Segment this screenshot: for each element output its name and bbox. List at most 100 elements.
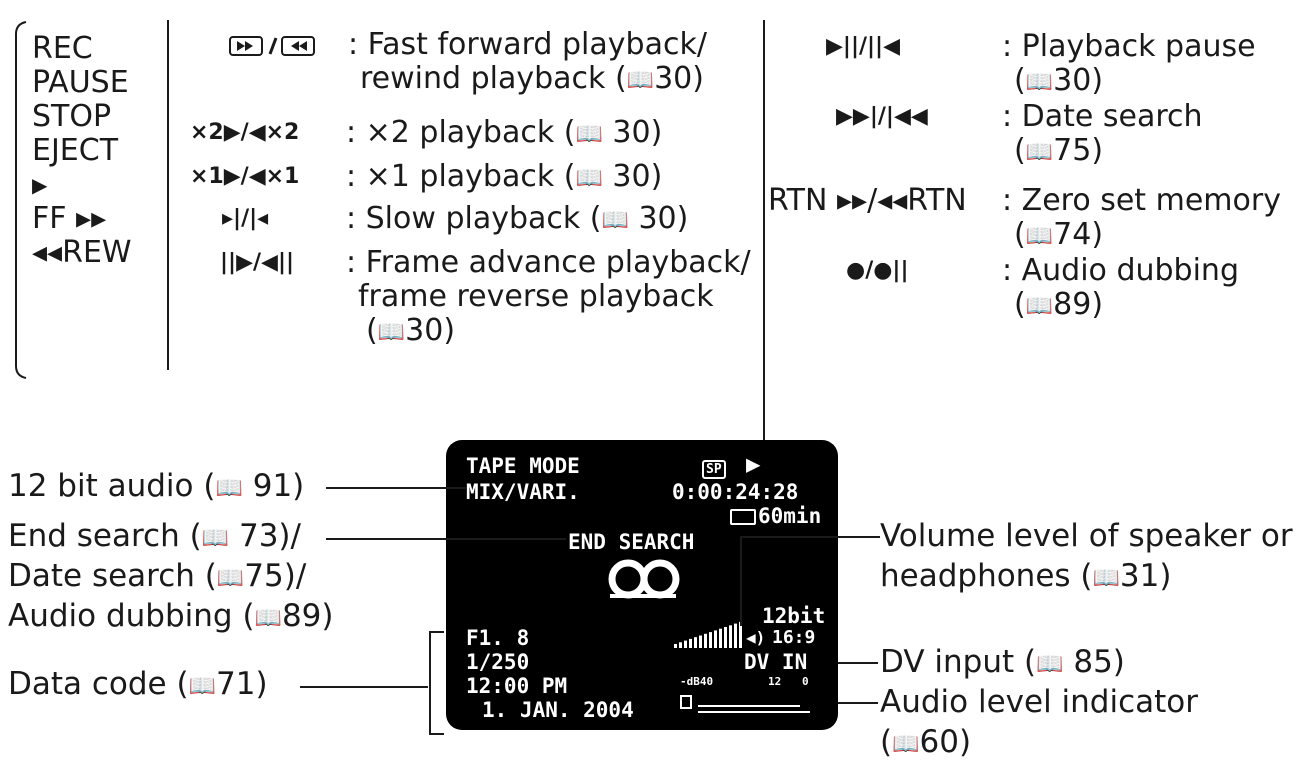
book-icon: 📖 xyxy=(575,122,603,147)
screen-end-search: END SEARCH xyxy=(568,530,695,554)
left-rew: ◂◂REW xyxy=(32,235,132,270)
x1-playback-icon: ×1▶/◀×1 xyxy=(190,164,300,189)
volume-bar xyxy=(699,635,702,648)
screen-sp-badge: SP xyxy=(702,454,726,482)
ff-rewind-text: : Fast forward playback/ rewind playback… xyxy=(348,27,707,96)
book-icon: 📖 xyxy=(216,566,245,591)
label-audio-dubbing: Audio dubbing (📖89) xyxy=(8,598,334,634)
volume-bar xyxy=(729,625,732,648)
volume-bar xyxy=(704,633,707,648)
slow-playback-text: : Slow playback (📖 30) xyxy=(346,201,689,236)
frame-advance-text: : Frame advance playback/ frame reverse … xyxy=(346,245,751,348)
screen-remaining: 60min xyxy=(730,504,821,528)
volume-bar xyxy=(684,640,687,648)
line-audio-level xyxy=(838,702,878,704)
line-volume-v xyxy=(740,536,742,626)
frame-advance-line-2: frame reverse playback xyxy=(358,279,714,314)
screen-date: 1. JAN. 2004 xyxy=(482,698,634,722)
label-dv-input: DV input (📖 85) xyxy=(880,644,1125,680)
book-icon: 📖 xyxy=(1025,140,1054,165)
volume-bar xyxy=(694,637,697,648)
left-stop: STOP xyxy=(32,99,112,134)
left-rec: REC xyxy=(32,31,93,66)
volume-bar xyxy=(674,644,677,648)
screen-time: 12:00 PM xyxy=(466,674,568,698)
audio-dubbing-text: : Audio dubbing (📖89) xyxy=(1002,253,1239,322)
frame-advance-icon: ||▶/◀|| xyxy=(220,250,295,275)
volume-bar xyxy=(719,628,722,648)
screen-12bit: 12bit xyxy=(762,604,826,628)
book-icon: 📖 xyxy=(626,68,655,93)
connector-top xyxy=(763,390,765,442)
volume-bar xyxy=(739,621,742,648)
volume-bar xyxy=(724,627,727,648)
book-icon: 📖 xyxy=(254,606,282,631)
ff-rewind-line-2: rewind playback ( xyxy=(360,61,627,96)
zero-set-memory-icon: RTN ▸▸/◂◂RTN xyxy=(768,183,967,218)
book-icon: 📖 xyxy=(892,732,920,757)
line-volume-h xyxy=(740,536,880,538)
divider-2 xyxy=(763,20,765,390)
line-12bit xyxy=(326,487,466,489)
screen-aspect: 16:9 xyxy=(772,627,816,648)
volume-bar xyxy=(709,632,712,648)
date-search-icon: ▶▶|/|◀◀ xyxy=(836,104,928,129)
bracket-left xyxy=(15,21,27,379)
label-date-search: Date search (📖75)/ xyxy=(8,558,307,594)
tape-icon xyxy=(730,509,756,525)
fast-forward-rewind-icon xyxy=(229,36,315,56)
x1-playback-text: : ×1 playback (📖 30) xyxy=(346,159,663,194)
screen-play-icon: ▶ xyxy=(746,450,761,478)
screen-db-minus: -dB40 xyxy=(680,675,714,688)
screen-mix: MIX/VARI. xyxy=(466,480,580,504)
book-icon: 📖 xyxy=(1025,224,1054,249)
playback-pause-text: : Playback pause (📖30) xyxy=(1002,29,1256,98)
book-icon: 📖 xyxy=(601,208,629,233)
left-ff: FF ▸▸ xyxy=(32,201,107,236)
camcorder-screen: TAPE MODE SP ▶ MIX/VARI. 0:00:24:28 60mi… xyxy=(446,440,838,730)
book-icon: 📖 xyxy=(201,526,230,551)
label-volume-2: headphones (📖31) xyxy=(880,558,1172,594)
label-data-code: Data code (📖71) xyxy=(8,666,268,702)
left-eject: EJECT xyxy=(32,133,119,168)
volume-bar xyxy=(679,642,682,648)
zero-set-memory-text: : Zero set memory (📖74) xyxy=(1002,183,1281,252)
screen-timecode: 0:00:24:28 xyxy=(672,480,799,504)
divider-1 xyxy=(167,20,169,370)
x2-playback-icon: ×2▶/◀×2 xyxy=(190,120,300,145)
screen-db-0: 0 xyxy=(802,675,809,688)
left-play: ▶ xyxy=(32,173,48,197)
volume-bars xyxy=(674,621,742,648)
book-icon: 📖 xyxy=(1025,294,1054,319)
volume-bar xyxy=(689,638,692,648)
frame-advance-line-1: : Frame advance playback/ xyxy=(346,245,751,280)
label-audio-level-2: (📖60) xyxy=(880,724,972,760)
playback-pause-icon: ▶||/||◀ xyxy=(826,34,901,59)
book-icon: 📖 xyxy=(1036,652,1064,677)
book-icon: 📖 xyxy=(1025,70,1054,95)
date-search-text: : Date search (📖75) xyxy=(1002,99,1203,168)
speaker-icon: ◀) xyxy=(746,628,766,647)
audio-level-meter xyxy=(680,695,810,713)
volume-bar xyxy=(734,623,737,648)
line-dv-input xyxy=(838,662,878,664)
ff-rewind-line-1: : Fast forward playback/ xyxy=(348,27,707,62)
book-icon: 📖 xyxy=(377,320,406,345)
label-volume-1: Volume level of speaker or xyxy=(880,518,1293,554)
label-end-search: End search (📖 73)/ xyxy=(8,518,301,554)
left-pause: PAUSE xyxy=(32,65,129,100)
screen-db-12: 12 xyxy=(768,675,782,688)
book-icon: 📖 xyxy=(575,166,603,191)
screen-shutter: 1/250 xyxy=(466,650,530,674)
audio-dubbing-icon: ●/●|| xyxy=(846,258,909,283)
search-reel-icon xyxy=(608,559,680,599)
data-code-bracket xyxy=(429,631,444,735)
line-data-code xyxy=(300,686,428,688)
label-audio-level: Audio level indicator xyxy=(880,684,1198,720)
screen-mode: TAPE MODE xyxy=(466,454,580,478)
book-icon: 📖 xyxy=(1092,566,1120,591)
screen-dv-in: DV IN xyxy=(744,650,808,674)
book-icon: 📖 xyxy=(215,476,243,501)
volume-bar xyxy=(714,630,717,648)
line-end-search xyxy=(326,538,566,540)
